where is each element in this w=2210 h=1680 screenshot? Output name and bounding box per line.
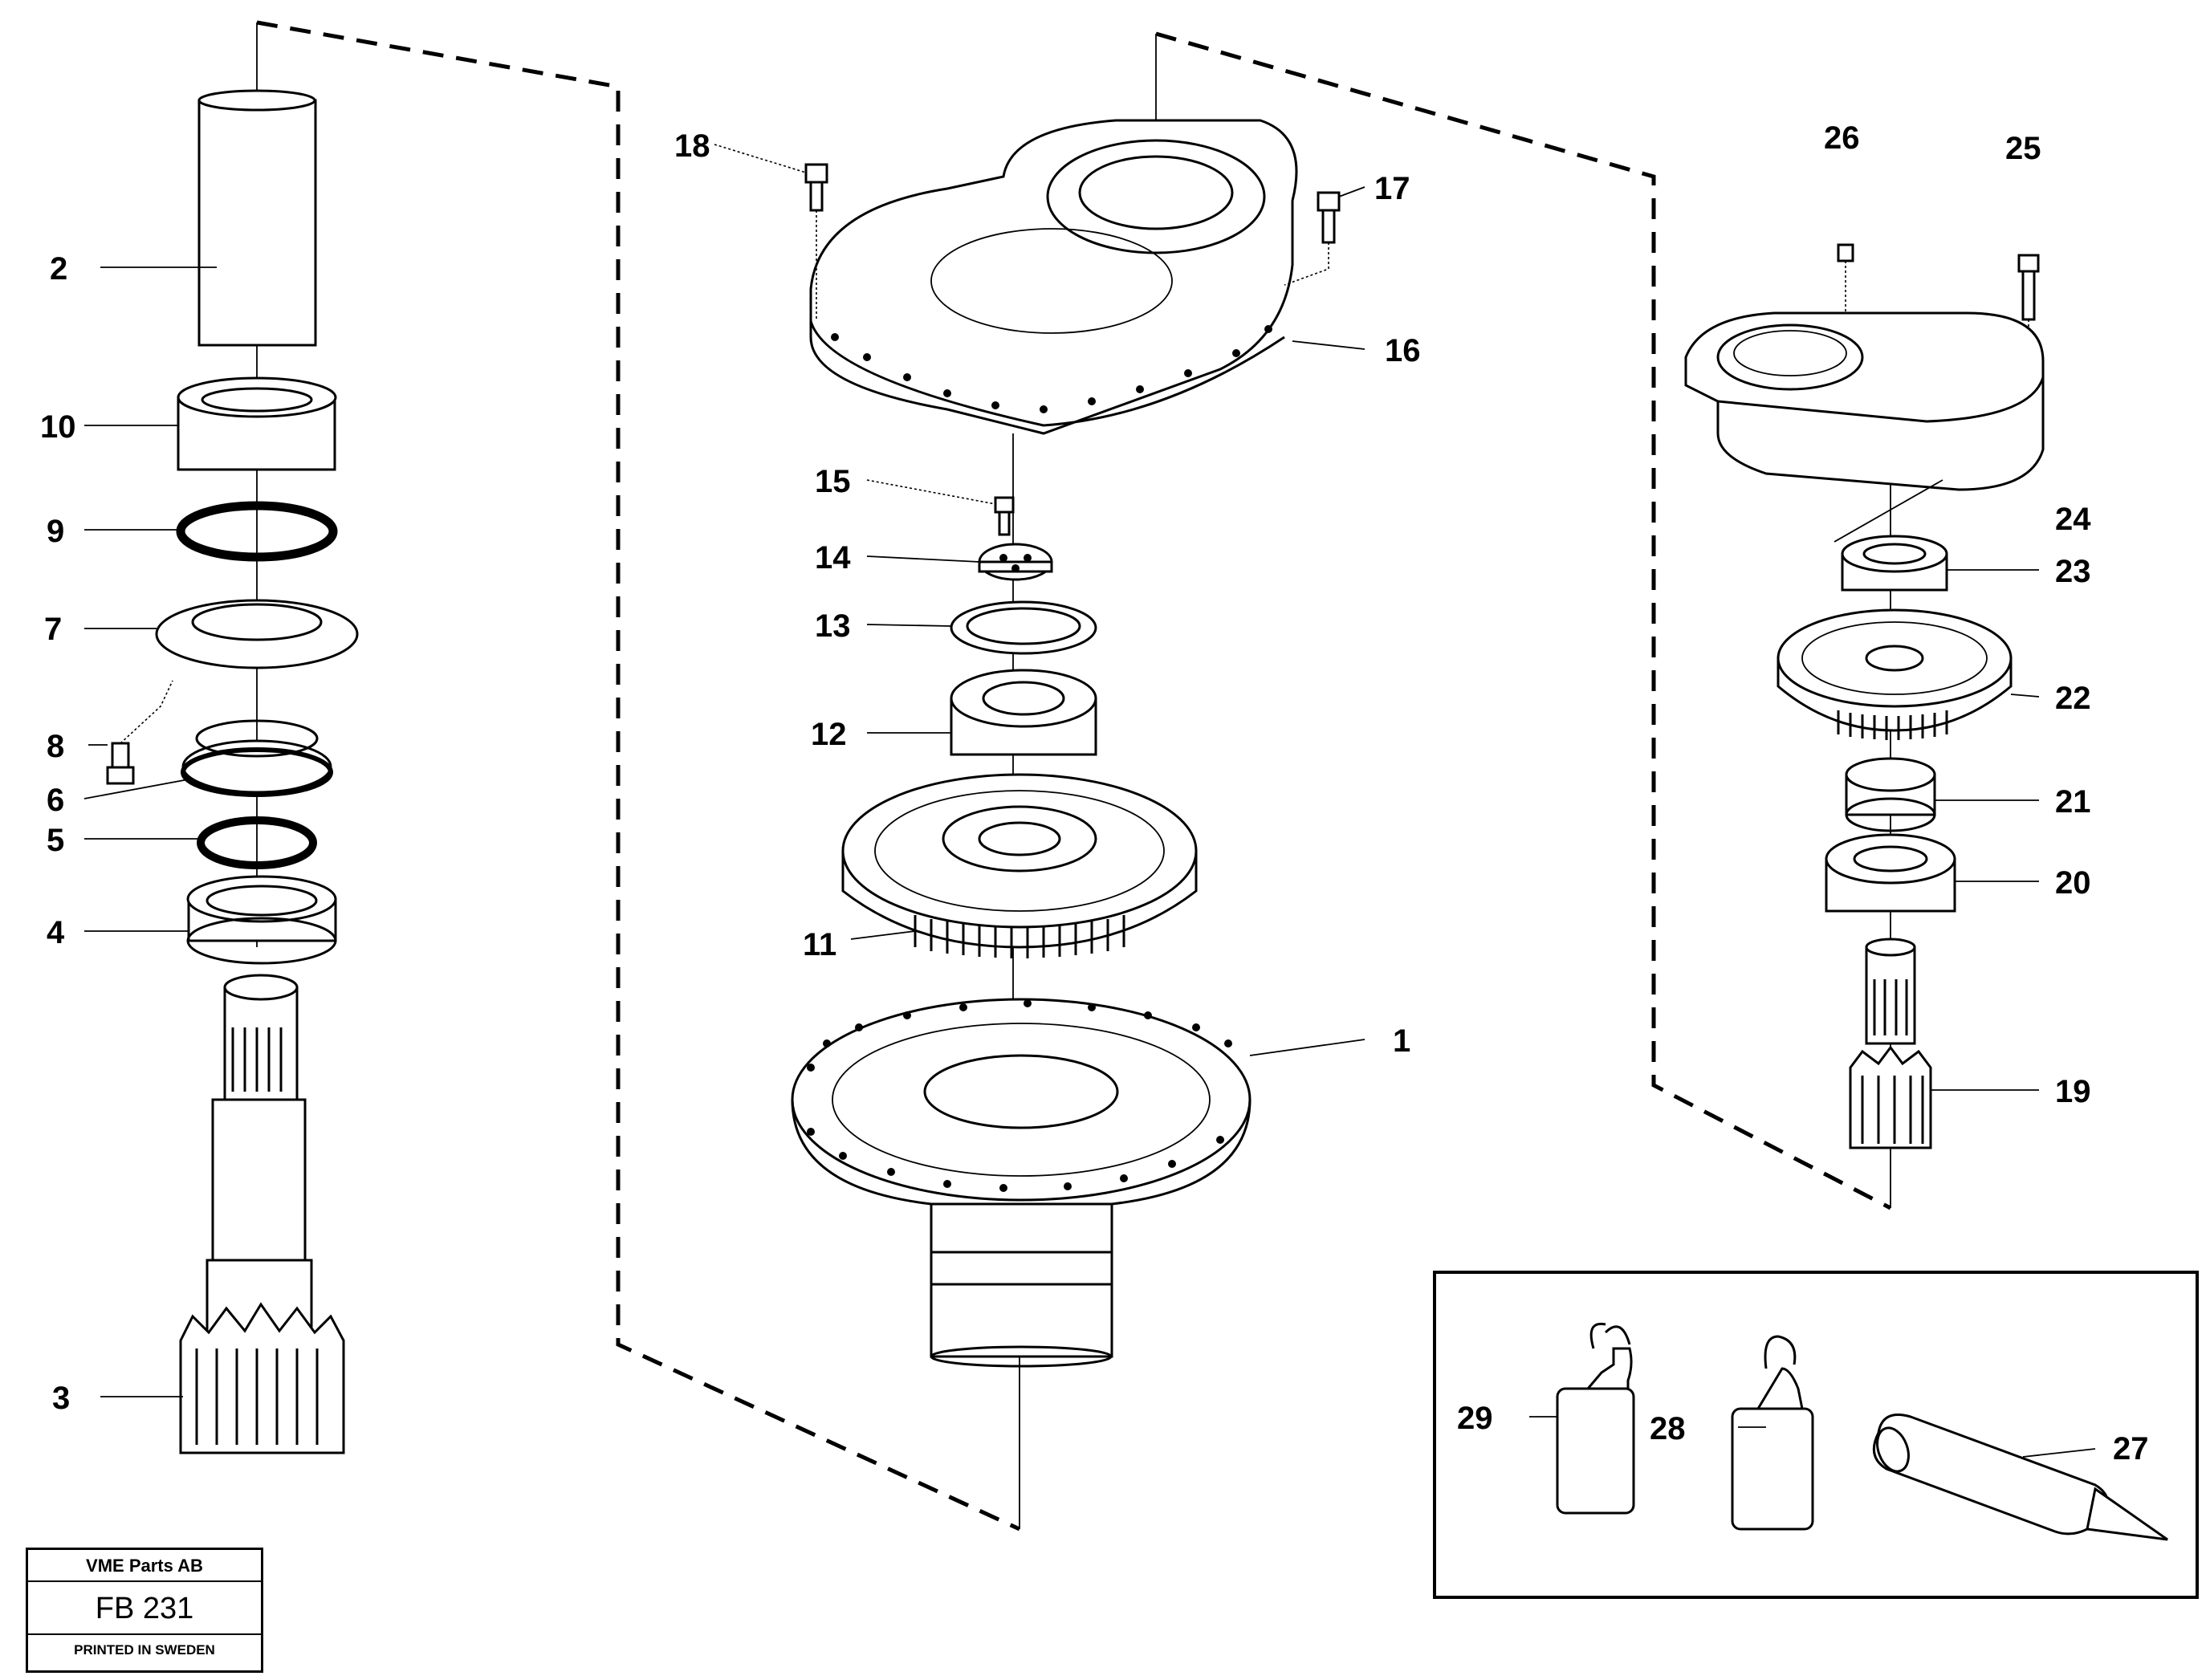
callout-27: 27: [2113, 1431, 2149, 1466]
callout-19: 19: [2055, 1074, 2091, 1109]
part-bottle-28: [1731, 1335, 1814, 1531]
callout-18: 18: [674, 128, 710, 164]
part-cover-24: [1684, 311, 2045, 491]
callout-6: 6: [47, 783, 64, 818]
part-gear-22: [1777, 608, 2013, 740]
left-shaft-assembly: [106, 22, 359, 1454]
part-spacer-21: [1845, 757, 1936, 832]
callout-14: 14: [815, 540, 851, 576]
part-screw-8: [106, 680, 173, 785]
part-pinion-19: [1849, 938, 1932, 1149]
callout-20: 20: [2055, 865, 2091, 901]
callout-11: 11: [803, 927, 836, 962]
callout-7: 7: [44, 612, 62, 647]
drawing-number: FB 231: [28, 1582, 261, 1635]
part-screw-15: [994, 496, 1015, 536]
callout-5: 5: [47, 823, 64, 858]
center-gear-assembly: [791, 34, 1341, 1529]
callout-leaders: [83, 144, 2096, 1458]
callout-9: 9: [47, 514, 64, 549]
callout-29: 29: [1457, 1401, 1493, 1436]
callout-24: 24: [2055, 502, 2091, 537]
callout-3: 3: [52, 1381, 70, 1416]
callout-1: 1: [1393, 1023, 1410, 1059]
callout-26: 26: [1824, 120, 1860, 156]
part-screw-26: [1837, 243, 1854, 393]
consumables-box: [1433, 1271, 2199, 1599]
callout-25: 25: [2005, 131, 2041, 166]
callout-22: 22: [2055, 681, 2091, 716]
callout-12: 12: [811, 717, 847, 752]
callout-2: 2: [50, 251, 67, 287]
assembly-guide-left: [256, 20, 1021, 1532]
right-gear-assembly: [1684, 243, 2045, 1208]
part-grease-tube-27: [1872, 1414, 2168, 1541]
part-housing-base-1: [791, 998, 1252, 1368]
part-bearing-23: [1841, 535, 1948, 592]
callout-15: 15: [815, 464, 851, 499]
part-screw-18: [804, 163, 828, 321]
part-bottle-29: [1556, 1322, 1635, 1515]
part-washer-14: [978, 543, 1053, 581]
callout-10: 10: [40, 409, 76, 445]
callout-labels: 1 2 3 4 5 6 7 8 9 10 11 12 13 14 15 16 1…: [40, 120, 2149, 1466]
part-seal-6: [181, 719, 333, 797]
company-name: VME Parts AB: [28, 1550, 261, 1582]
assembly-guide-right: [1155, 31, 1892, 1210]
callout-28: 28: [1650, 1411, 1686, 1446]
part-bearing-10: [177, 376, 337, 471]
title-block: VME Parts AB FB 231 PRINTED IN SWEDEN: [26, 1548, 263, 1673]
part-oring-9: [176, 501, 338, 562]
part-oring-5: [197, 816, 317, 869]
part-housing-cover-16: [809, 119, 1298, 435]
callout-21: 21: [2055, 784, 2091, 820]
part-pinion-shaft-3: [179, 974, 345, 1454]
part-screw-17: [1284, 191, 1341, 286]
part-sleeve: [197, 89, 317, 347]
callout-4: 4: [47, 915, 65, 950]
callout-23: 23: [2055, 554, 2091, 589]
part-ring-4: [186, 875, 337, 965]
part-flange-7: [155, 599, 359, 669]
callout-16: 16: [1385, 333, 1421, 368]
part-gear-11: [841, 773, 1198, 958]
callout-8: 8: [47, 729, 64, 764]
callout-17: 17: [1374, 171, 1410, 206]
part-ring-13: [950, 600, 1097, 655]
part-bearing-20: [1825, 833, 1956, 913]
print-note: PRINTED IN SWEDEN: [74, 1642, 215, 1658]
callout-13: 13: [815, 608, 851, 644]
part-bearing-12: [950, 669, 1097, 756]
